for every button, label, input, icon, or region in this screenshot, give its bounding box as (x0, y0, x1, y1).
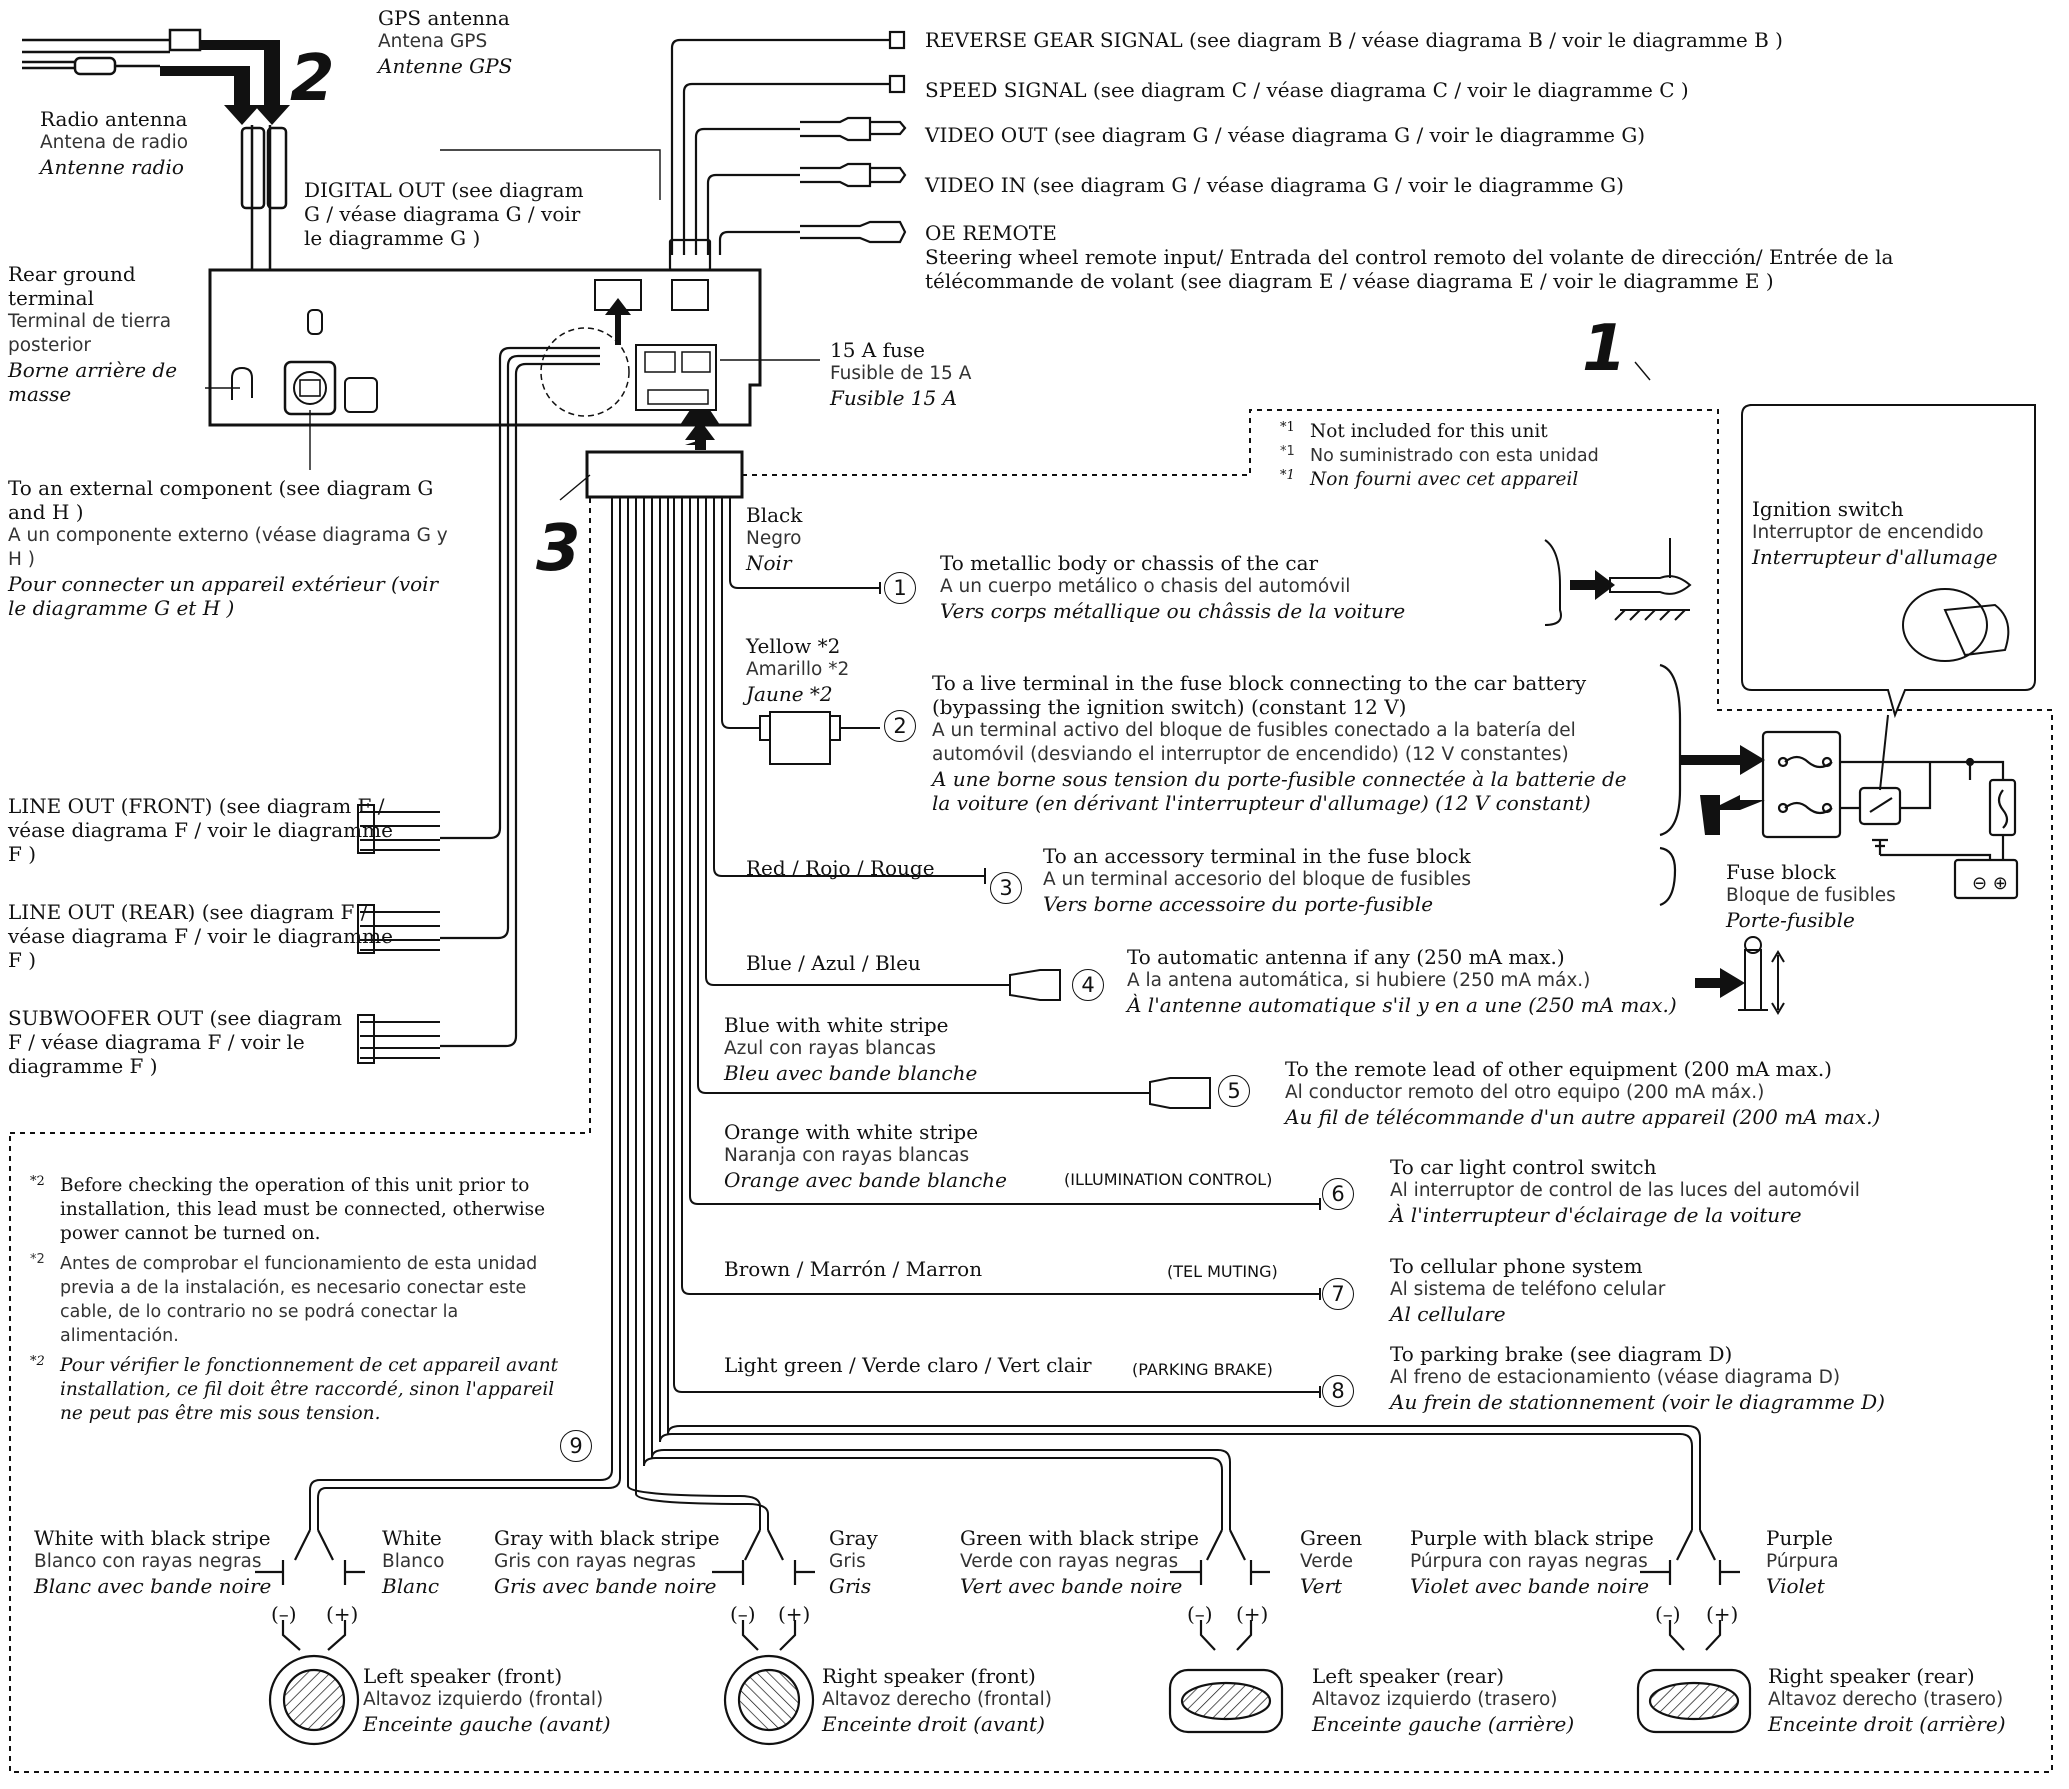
speaker-2-minus: (–) (730, 1602, 756, 1626)
lead-1-number: 1 (884, 572, 916, 604)
label-external-component: To an external component (see diagram G … (8, 476, 448, 620)
speaker-front-right (712, 1529, 815, 1746)
lead-4-color: Blue / Azul / Bleu (746, 951, 921, 975)
lead-8-number: 8 (1322, 1375, 1354, 1407)
speaker-2-name: Right speaker (front)Altavoz derecho (fr… (822, 1664, 1052, 1736)
lead-3-number: 3 (990, 872, 1022, 904)
speaker-group-number: 9 (560, 1430, 592, 1462)
speaker-rear-right (1636, 1529, 1752, 1734)
antenna-arrows (160, 40, 720, 450)
lead-7-number: 7 (1322, 1278, 1354, 1310)
antenna-graphic (1738, 936, 1785, 1015)
speaker-front-left (255, 1529, 365, 1746)
lead-5-color: Blue with white stripe Azul con rayas bl… (724, 1013, 978, 1085)
label-rear-ground: Rear ground terminal Terminal de tierra … (8, 262, 178, 406)
lead-4-number: 4 (1072, 969, 1104, 1001)
label-speed-signal: SPEED SIGNAL (see diagram C / véase diag… (925, 78, 1689, 102)
lead-8-dest: To parking brake (see diagram D) Al fren… (1390, 1342, 1885, 1414)
label-ignition-switch: Ignition switch Interruptor de encendido… (1752, 497, 1998, 569)
speaker-1-name: Left speaker (front)Altavoz izquierdo (f… (363, 1664, 611, 1736)
speaker-4-name: Right speaker (rear)Altavoz derecho (tra… (1768, 1664, 2006, 1736)
rca-plugs (357, 804, 440, 1064)
harness-connector (585, 450, 744, 499)
head-unit (208, 268, 762, 427)
speaker-3-name: Left speaker (rear)Altavoz izquierdo (tr… (1312, 1664, 1575, 1736)
callout-1: 1 (1582, 312, 1627, 386)
lead-5-dest: To the remote lead of other equipment (2… (1285, 1057, 1881, 1129)
lead-7-color: Brown / Marrón / Marron (724, 1257, 983, 1281)
lead-7-dest: To cellular phone system Al sistema de t… (1390, 1254, 1666, 1326)
lead-8-color: Light green / Verde claro / Vert clair (724, 1353, 1092, 1377)
speaker-3-plus: (+) (1236, 1602, 1269, 1626)
label-digital-out: DIGITAL OUT (see diagram G / véase diagr… (304, 178, 584, 250)
speaker-rear-left (1168, 1529, 1284, 1734)
label-video-out: VIDEO OUT (see diagram G / véase diagram… (925, 123, 1646, 147)
label-radio-antenna: Radio antenna Antena de radio Antenne ra… (40, 107, 189, 179)
speaker-1-plus: (+) (326, 1602, 359, 1626)
lead-2-dest: To a live terminal in the fuse block con… (932, 671, 1627, 815)
lead-3-color: Red / Rojo / Rouge (746, 856, 935, 880)
lead-3-dest: To an accessory terminal in the fuse blo… (1043, 844, 1471, 916)
lead-5-number: 5 (1218, 1075, 1250, 1107)
label-oe-remote: OE REMOTE (925, 221, 1057, 245)
lead-6-caps: (ILLUMINATION CONTROL) (1064, 1170, 1273, 1189)
ground-graphic (1544, 538, 1692, 626)
speaker-1-minus: (–) (271, 1602, 297, 1626)
lead-7-caps: (TEL MUTING) (1167, 1262, 1278, 1281)
label-line-out-rear: LINE OUT (REAR) (see diagram F / véase d… (8, 900, 393, 972)
speaker-2-plus: (+) (778, 1602, 811, 1626)
callout-2: 2 (290, 42, 335, 116)
label-subwoofer-out: SUBWOOFER OUT (see diagram F / véase dia… (8, 1006, 342, 1078)
speaker-4-minus: (–) (1655, 1602, 1681, 1626)
label-line-out-front: LINE OUT (FRONT) (see diagram F / véase … (8, 794, 393, 866)
arrows-right (1570, 570, 1765, 998)
lead-8-caps: (PARKING BRAKE) (1132, 1360, 1273, 1379)
lead-4-dest: To automatic antenna if any (250 mA max.… (1127, 945, 1677, 1017)
ignition-box (1741, 404, 2036, 791)
label-fuse-block: Fuse block Bloque de fusibles Porte-fusi… (1726, 860, 1896, 932)
top-leads (668, 30, 907, 272)
lead-2-color: Yellow *2 Amarillo *2 Jaune *2 (746, 634, 850, 706)
lead-terminals (759, 582, 1321, 1398)
fuse-block-graphic (1659, 663, 2019, 907)
label-15a-fuse: 15 A fuse Fusible de 15 A Fusible 15 A (830, 338, 972, 410)
lead-6-dest: To car light control switch Al interrupt… (1390, 1155, 1860, 1227)
lead-6-color: Orange with white stripe Naranja con ray… (724, 1120, 1007, 1192)
speaker-4-plus: (+) (1706, 1602, 1739, 1626)
lead-1-color: Black Negro Noir (746, 503, 803, 575)
line-out-harness (440, 346, 600, 1048)
label-video-in: VIDEO IN (see diagram G / véase diagrama… (925, 173, 1624, 197)
label-gps-antenna: GPS antenna Antena GPS Antenne GPS (378, 6, 513, 78)
callout-3: 3 (536, 512, 581, 586)
dotted-frame (9, 409, 2053, 1773)
lead-6-number: 6 (1322, 1178, 1354, 1210)
label-oe-remote-detail: Steering wheel remote input/ Entrada del… (925, 245, 1894, 293)
main-bundle (309, 497, 1701, 1530)
lead-2-number: 2 (884, 710, 916, 742)
svg-text:⊖ ⊕: ⊖ ⊕ (1972, 873, 2008, 894)
leader-lines (205, 149, 1651, 501)
label-reverse-gear: REVERSE GEAR SIGNAL (see diagram B / véa… (925, 28, 1783, 52)
antenna-leads (22, 28, 288, 270)
lead-1-dest: To metallic body or chassis of the car A… (940, 551, 1406, 623)
speaker-3-minus: (–) (1187, 1602, 1213, 1626)
